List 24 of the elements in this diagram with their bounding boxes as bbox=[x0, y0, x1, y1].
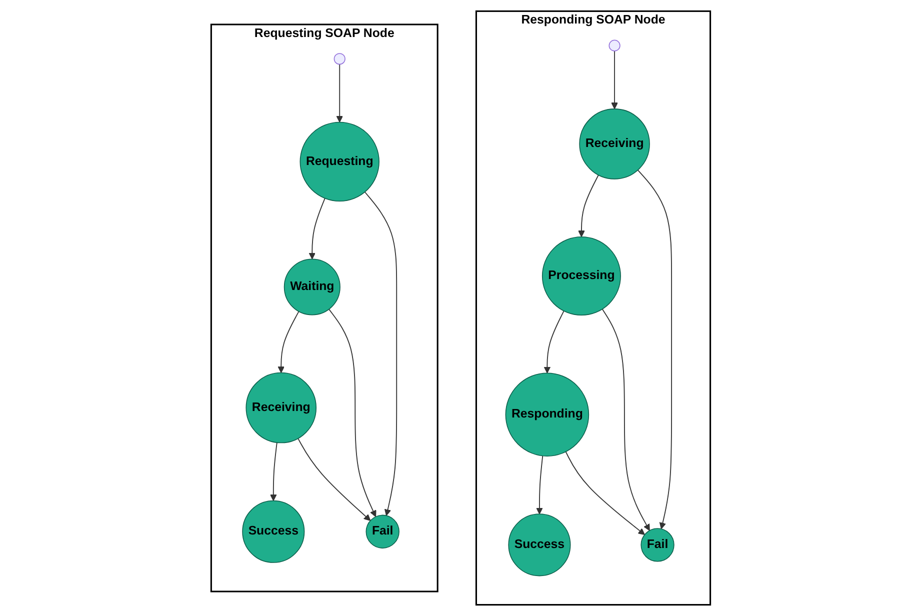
node-circle: Fail bbox=[640, 528, 675, 562]
arrow bbox=[298, 438, 371, 521]
node-circle: Waiting bbox=[284, 258, 341, 316]
arrow bbox=[578, 174, 600, 238]
arrow bbox=[602, 308, 650, 531]
node-circle: Receiving bbox=[246, 372, 317, 444]
arrow bbox=[336, 64, 344, 123]
node-circle: Fail bbox=[366, 514, 400, 548]
arrow bbox=[638, 170, 672, 530]
node-circle: Processing bbox=[542, 236, 622, 316]
arrow bbox=[544, 310, 565, 374]
arrow bbox=[309, 198, 326, 260]
arrow bbox=[328, 308, 377, 518]
arrow bbox=[611, 50, 618, 110]
node-circle: Success bbox=[242, 500, 305, 563]
arrow bbox=[278, 311, 300, 374]
node-circle: Success bbox=[508, 514, 571, 576]
arrow bbox=[566, 451, 646, 535]
node-circle: Requesting bbox=[300, 122, 380, 202]
arrow bbox=[536, 455, 544, 514]
node-circle: Receiving bbox=[579, 108, 650, 180]
arrow bbox=[270, 442, 278, 502]
arrow bbox=[364, 192, 398, 516]
node-circle: Responding bbox=[506, 372, 590, 456]
